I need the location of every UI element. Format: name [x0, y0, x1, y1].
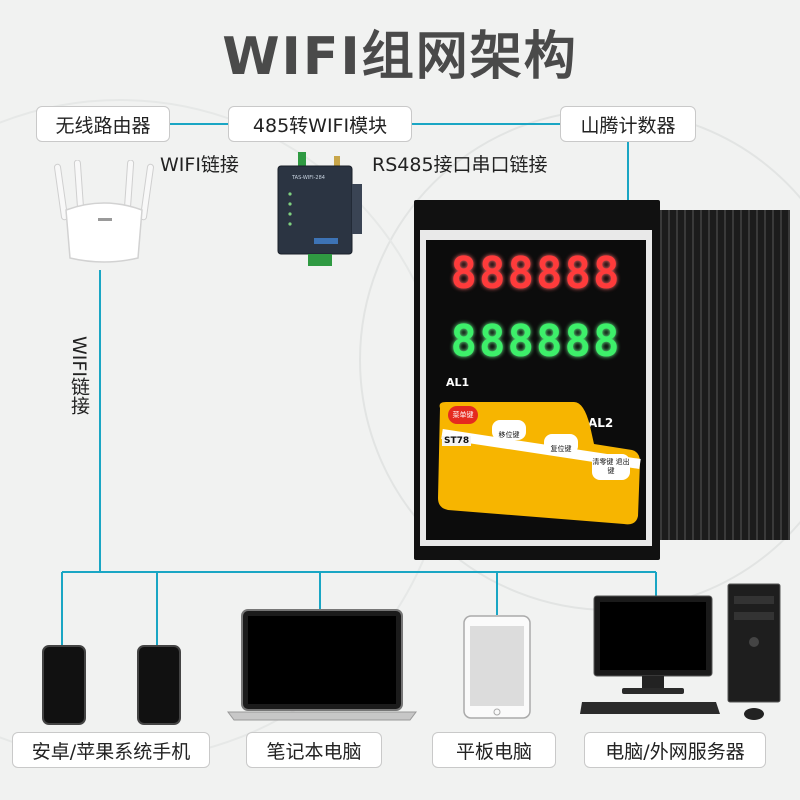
router-label: 无线路由器 [55, 114, 151, 137]
wifi-link-caption: WIFI链接 [160, 154, 239, 176]
shift-key[interactable]: 移位键 [492, 420, 526, 440]
keypad: ST78 菜单键 移位键 复位键 清零键 退出键 [434, 400, 642, 530]
reset-key-label: 复位键 [550, 445, 572, 453]
desktop-label-box: 电脑/外网服务器 [584, 732, 766, 768]
router-label-box: 无线路由器 [36, 106, 170, 142]
tablet-icon [463, 615, 531, 719]
iphone-icon [137, 645, 181, 725]
module-label-box: 485转WIFI模块 [228, 106, 412, 142]
clear-exit-key[interactable]: 清零键 退出键 [592, 454, 630, 480]
model-label: ST78 [442, 436, 472, 446]
counter-housing [654, 210, 790, 540]
rs485-link-caption: RS485接口串口链接 [372, 154, 548, 176]
laptop-label-box: 笔记本电脑 [246, 732, 382, 768]
phones-label-box: 安卓/苹果系统手机 [12, 732, 210, 768]
menu-key[interactable]: 菜单键 [448, 406, 478, 424]
tablet-label: 平板电脑 [455, 740, 532, 763]
laptop-icon [227, 609, 417, 721]
tablet-label-box: 平板电脑 [432, 732, 556, 768]
laptop-label: 笔记本电脑 [266, 740, 362, 763]
wifi-link-vertical-caption: WIFI链接 [68, 336, 90, 415]
alarm2-label: AL2 [588, 416, 614, 430]
module-model-text: TAS-WIFI-284 [292, 175, 325, 181]
phones-label: 安卓/苹果系统手机 [31, 740, 191, 763]
counter-device: 888888 888888 AL1 AL2 ST78 菜单键 移位键 复位键 清… [414, 200, 790, 570]
desktop-computer-icon [580, 583, 781, 720]
wifi-router-icon [54, 160, 154, 263]
shift-key-label: 移位键 [498, 431, 520, 439]
android-phone-icon [42, 645, 86, 725]
display-row-1: 888888 [450, 248, 622, 299]
page-title: WIFI组网架构 [222, 27, 578, 87]
counter-label-box: 山腾计数器 [560, 106, 696, 142]
counter-face: 888888 888888 AL1 AL2 ST78 菜单键 移位键 复位键 清… [426, 240, 646, 540]
display-row-2: 888888 [450, 316, 622, 367]
rs485-wifi-module-icon [277, 152, 362, 266]
reset-key[interactable]: 复位键 [544, 434, 578, 454]
desktop-label: 电脑/外网服务器 [605, 740, 745, 763]
module-label: 485转WIFI模块 [252, 114, 388, 137]
alarm1-label: AL1 [446, 376, 470, 389]
counter-label: 山腾计数器 [580, 114, 676, 137]
